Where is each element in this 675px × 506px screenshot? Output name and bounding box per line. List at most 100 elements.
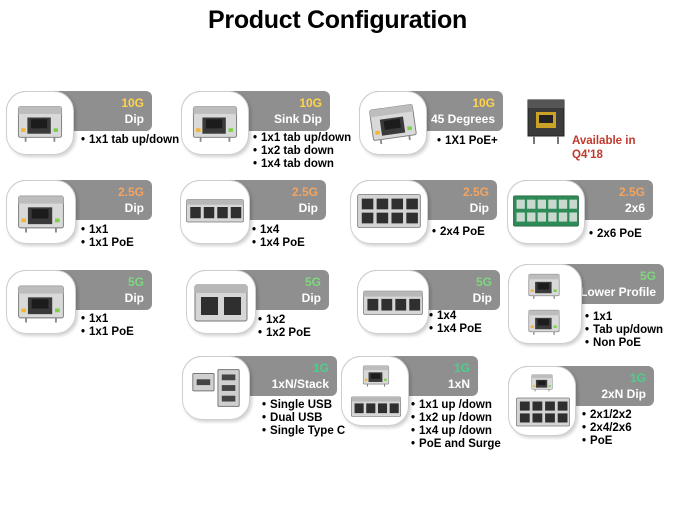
list-item: 1X1 PoE+ [437,135,498,148]
rj45-jack-icon [525,269,563,301]
product-image [507,180,585,244]
product-image [186,270,256,334]
card-1g-1xn: 1G 1xN 1x1 up /down 1x2 up /down 1x4 up /… [341,356,511,458]
speed-label: 2.5G [462,185,489,199]
list-item: 1x4 [252,224,305,237]
form-label: 2xN Dip [601,387,646,401]
speed-label: 1G [629,371,646,385]
form-label: Dip [469,201,489,215]
speed-label: 5G [639,269,656,283]
form-label: Dip [301,291,321,305]
speed-label: 10G [472,96,495,110]
form-label: Dip [124,291,144,305]
speed-label: 2.5G [618,185,645,199]
product-image [341,356,409,426]
availability-line: Available in [572,135,636,147]
availability-note: Available in Q4'18 [572,134,636,162]
usb-stack-jack-icon [187,365,245,411]
list-item: PoE and Surge [411,438,501,451]
speed-label: 1G [312,361,329,375]
rj45-jack-icon [360,361,392,389]
availability-line: Q4'18 [572,149,603,161]
list-item: 1x1 [585,311,663,324]
speed-label: 5G [127,275,144,289]
list-item: 2x4 PoE [432,226,485,239]
rj45-jack-icon [529,371,555,393]
product-image [359,91,427,155]
form-label: 1xN/Stack [271,377,329,391]
list-item: 1x4 PoE [252,237,305,250]
speed-label: 1G [453,361,470,375]
list-item: 1x1 [81,313,134,326]
rj45-2xn-jack-icon [512,191,580,231]
rj45-jack-icon [366,100,420,144]
rj45-jack-icon [527,99,565,144]
list-item: Single Type C [262,425,345,438]
product-image [6,91,74,155]
card-10g-45-degrees: 10G 45 Degrees 1X1 PoE+ [359,91,509,161]
rj45-jack-icon [13,100,67,144]
list-item: PoE [582,435,632,448]
list-item: 2x6 PoE [589,228,642,241]
product-image [350,180,428,244]
list-item: 1x4 [429,310,482,323]
product-image [181,91,249,155]
list-item: 1x4 tab down [253,158,351,171]
rj45-jack-icon [525,305,563,337]
form-label: 1xN [447,377,470,391]
rj45-jack-icon [13,189,69,235]
product-image [182,356,250,420]
rj45-jack-gang-icon [362,285,424,319]
list-item: 2x4/2x6 [582,422,632,435]
product-image [6,270,76,334]
list-item: 1x1 PoE [81,237,134,250]
form-label: Dip [472,291,492,305]
list-item: Non PoE [585,337,663,350]
form-label: Dip [298,201,318,215]
rj45-jack-icon [13,279,69,325]
rj45-jack-gang-icon [350,393,402,419]
product-image [180,180,250,244]
list-item: 1x2 [258,314,311,327]
card-25g-dip-2x4: 2.5G Dip 2x4 PoE [350,180,500,252]
list-item: 1x1 up /down [411,399,501,412]
card-1g-2xn-dip: 1G 2xN Dip 2x1/2x2 2x4/2x6 PoE [508,366,658,456]
list-item: Dual USB [262,412,345,425]
form-label: 45 Degrees [430,112,495,126]
form-label: Dip [124,112,144,126]
form-label: Dip [124,201,144,215]
list-item: 1x4 PoE [429,323,482,336]
speed-label: 5G [475,275,492,289]
list-item: 1x2 tab down [253,145,351,158]
form-label: 2x6 [624,201,645,215]
list-item: 1x2 PoE [258,327,311,340]
product-image [508,264,582,344]
card-25g-2x6: 2.5G 2x6 2x6 PoE [507,180,657,252]
list-item: 1x1 [81,224,134,237]
list-item: Tab up/down [585,324,663,337]
rj45-jack-icon [188,100,242,144]
list-item: 1x1 tab up/down [81,134,179,147]
card-5g-dip-1x4: 5G Dip 1x4 1x4 PoE [357,270,507,342]
product-image [508,366,576,436]
speed-label: 10G [121,96,144,110]
page-title: Product Configuration [208,6,467,34]
rj45-jack-gang-icon [185,193,245,227]
form-label: Sink Dip [273,112,322,126]
product-image [6,180,76,244]
product-image-upcoming [524,92,570,146]
list-item: 2x1/2x2 [582,409,632,422]
card-5g-dip-1x1: 5G Dip 1x1 1x1 PoE [6,270,156,342]
rj45-2xn-jack-icon [356,191,422,231]
card-10g-dip: 10G Dip 1x1 tab up/down [6,91,186,161]
speed-label: 10G [299,96,322,110]
list-item: 1x1 PoE [81,326,134,339]
speed-label: 5G [304,275,321,289]
list-item: 1x2 up /down [411,412,501,425]
list-item: 1x4 up /down [411,425,501,438]
